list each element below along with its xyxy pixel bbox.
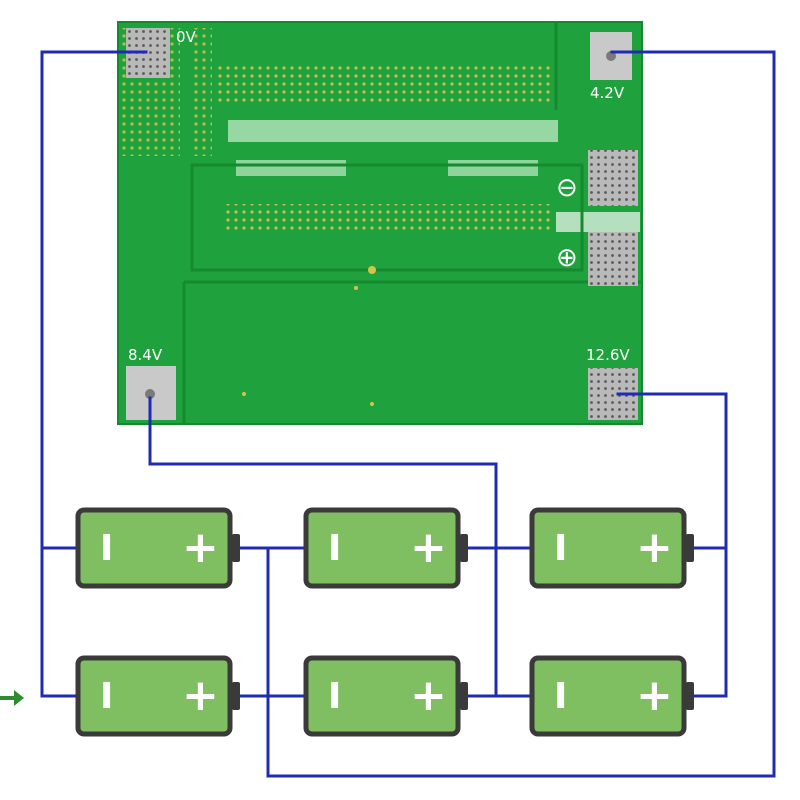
pcb-pad-hole: [145, 389, 155, 399]
pcb-label-0v: 0V: [176, 28, 197, 46]
battery-positive-cap: [232, 534, 240, 562]
battery-positive-mark: +: [636, 670, 673, 721]
input-arrow: [0, 690, 24, 706]
battery-pack: I+I+I+I+I+I+: [75, 507, 694, 737]
battery-positive-cap: [686, 534, 694, 562]
pcb-via-dot: [370, 402, 374, 406]
battery-body: [529, 507, 687, 589]
wire-0v: [40, 50, 148, 698]
pcb-pad-positive: [588, 232, 638, 286]
pcb-positive-symbol: ⊕: [556, 243, 578, 273]
pcb-blurred-label-4: [556, 212, 640, 232]
battery-positive-cap: [686, 682, 694, 710]
battery-cell: I+: [529, 507, 694, 589]
battery-cell: I+: [75, 507, 240, 589]
battery-negative-mark: I: [554, 676, 567, 717]
battery-positive-mark: +: [182, 670, 219, 721]
battery-cell: I+: [303, 507, 468, 589]
pcb-pad-negative: [588, 150, 638, 206]
pcb-label-8-4v: 8.4V: [128, 346, 163, 364]
pcb-trace-via: [368, 266, 376, 274]
pcb-negative-symbol: ⊖: [556, 173, 578, 203]
bms-pcb-board: 0V 4.2V ⊖ ⊕ 8.4V 12.6V: [117, 21, 643, 425]
pcb-label-12-6v: 12.6V: [586, 346, 630, 364]
wiring: [40, 50, 776, 778]
pcb-via-strip-left2: [192, 28, 212, 156]
battery-cell: I+: [529, 655, 694, 737]
battery-positive-mark: +: [410, 670, 447, 721]
battery-positive-mark: +: [182, 522, 219, 573]
battery-negative-mark: I: [328, 676, 341, 717]
arrow-head: [14, 690, 24, 706]
battery-body: [303, 655, 461, 737]
wire-12-6v: [616, 392, 728, 698]
battery-body: [303, 507, 461, 589]
battery-positive-cap: [460, 534, 468, 562]
pcb-hole-row-middle: [222, 204, 554, 232]
battery-negative-mark: I: [100, 528, 113, 569]
pcb-trace-outline: [190, 163, 584, 272]
pcb-blurred-label-3: [448, 160, 538, 176]
battery-positive-mark: +: [636, 522, 673, 573]
battery-body: [529, 655, 687, 737]
wire-4-2v: [266, 50, 776, 778]
battery-positive-mark: +: [410, 522, 447, 573]
battery-cell: I+: [75, 655, 240, 737]
pcb-via-dot: [242, 392, 246, 396]
battery-positive-cap: [460, 682, 468, 710]
battery-negative-mark: I: [100, 676, 113, 717]
pcb-blurred-label-1: [228, 120, 558, 142]
battery-body: [75, 507, 233, 589]
battery-negative-mark: I: [328, 528, 341, 569]
pcb-via-dot: [354, 286, 358, 290]
battery-cell: I+: [303, 655, 468, 737]
pcb-hole-row-top: [218, 66, 550, 106]
pcb-blurred-label-2: [236, 160, 346, 176]
battery-positive-cap: [232, 682, 240, 710]
battery-body: [75, 655, 233, 737]
pcb-label-4-2v: 4.2V: [590, 84, 625, 102]
battery-negative-mark: I: [554, 528, 567, 569]
